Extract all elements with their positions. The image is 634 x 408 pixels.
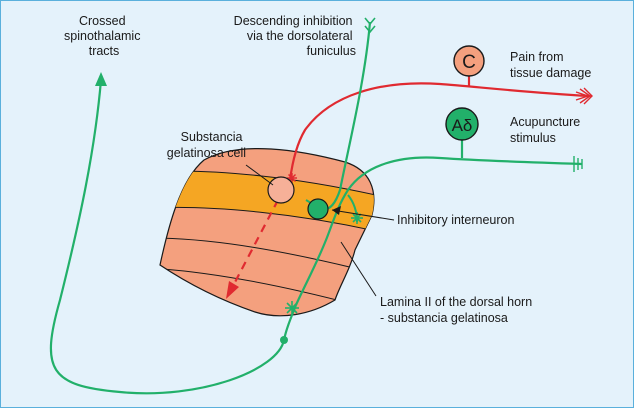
lamina-label: Lamina II of the dorsal horn - substanci… [380,295,536,325]
crossed-tract-arrowhead [95,72,107,86]
sg-cell [268,177,294,203]
pain-label: Pain from tissue damage [510,50,591,80]
crossed-tracts-label: Crossed spinothalamic tracts [64,14,144,58]
sg-cell-label: Substancia gelatinosa cell [167,130,246,160]
a-delta-symbol: Aδ [452,116,473,135]
interneuron-cell [308,199,328,219]
a-delta-cell: Aδ [446,108,478,140]
c-fiber-symbol: C [462,52,476,73]
c-fiber-cell: C [454,46,484,76]
interneuron-label: Inhibitory interneuron [397,213,514,227]
acupuncture-label: Acupuncture stimulus [510,115,584,145]
descending-label: Descending inhibition via the dorsolater… [234,14,356,58]
dorsal-horn [150,149,380,316]
axon-node [280,336,288,344]
